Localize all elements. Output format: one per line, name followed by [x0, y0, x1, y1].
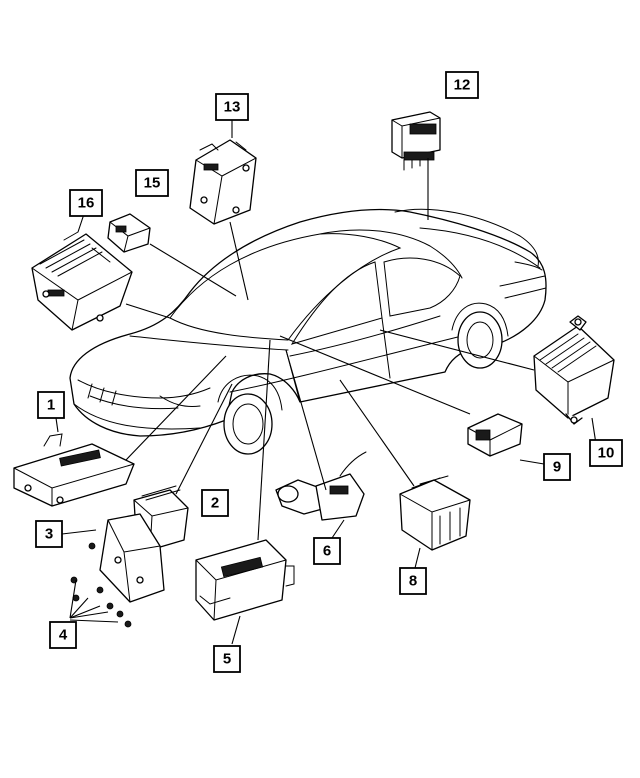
- callout-1: 1: [37, 391, 65, 419]
- callout-10: 10: [589, 439, 623, 467]
- callout-2: 2: [201, 489, 229, 517]
- part-8-illustration: [399, 475, 471, 551]
- callout-16: 16: [69, 189, 103, 217]
- callout-1-label: 1: [47, 397, 55, 414]
- callout-13-label: 13: [224, 99, 241, 116]
- callout-4: 4: [49, 621, 77, 649]
- callout-12: 12: [445, 71, 479, 99]
- callout-8-label: 8: [409, 573, 417, 590]
- leader-lines: [55, 120, 597, 645]
- car-illustration: [69, 208, 547, 455]
- callout-12-label: 12: [454, 77, 471, 94]
- callout-13: 13: [215, 93, 249, 121]
- part-15-illustration: [107, 213, 151, 253]
- callout-6-label: 6: [323, 543, 331, 560]
- callout-6: 6: [313, 537, 341, 565]
- callout-3: 3: [35, 520, 63, 548]
- callout-4-label: 4: [59, 627, 68, 644]
- part-5-illustration: [195, 539, 295, 621]
- part-13-illustration: [189, 139, 257, 225]
- part-10-illustration: [533, 315, 615, 425]
- callout-15: 15: [135, 169, 169, 197]
- callout-5-label: 5: [223, 651, 231, 668]
- callout-8: 8: [399, 567, 427, 595]
- callout-5: 5: [213, 645, 241, 673]
- callout-16-label: 16: [78, 195, 95, 212]
- part-9-illustration: [467, 413, 523, 457]
- callout-9: 9: [543, 453, 571, 481]
- callout-9-label: 9: [553, 459, 561, 476]
- callout-10-label: 10: [598, 445, 615, 462]
- part-16-illustration: [31, 231, 133, 331]
- part-6-illustration: [275, 451, 367, 521]
- callout-2-label: 2: [211, 495, 219, 512]
- part-3-bracket-illustration: [99, 513, 165, 603]
- callout-15-label: 15: [144, 175, 161, 192]
- callout-3-label: 3: [45, 526, 53, 543]
- part-1-illustration: [13, 433, 135, 507]
- part-12-illustration: [391, 111, 441, 171]
